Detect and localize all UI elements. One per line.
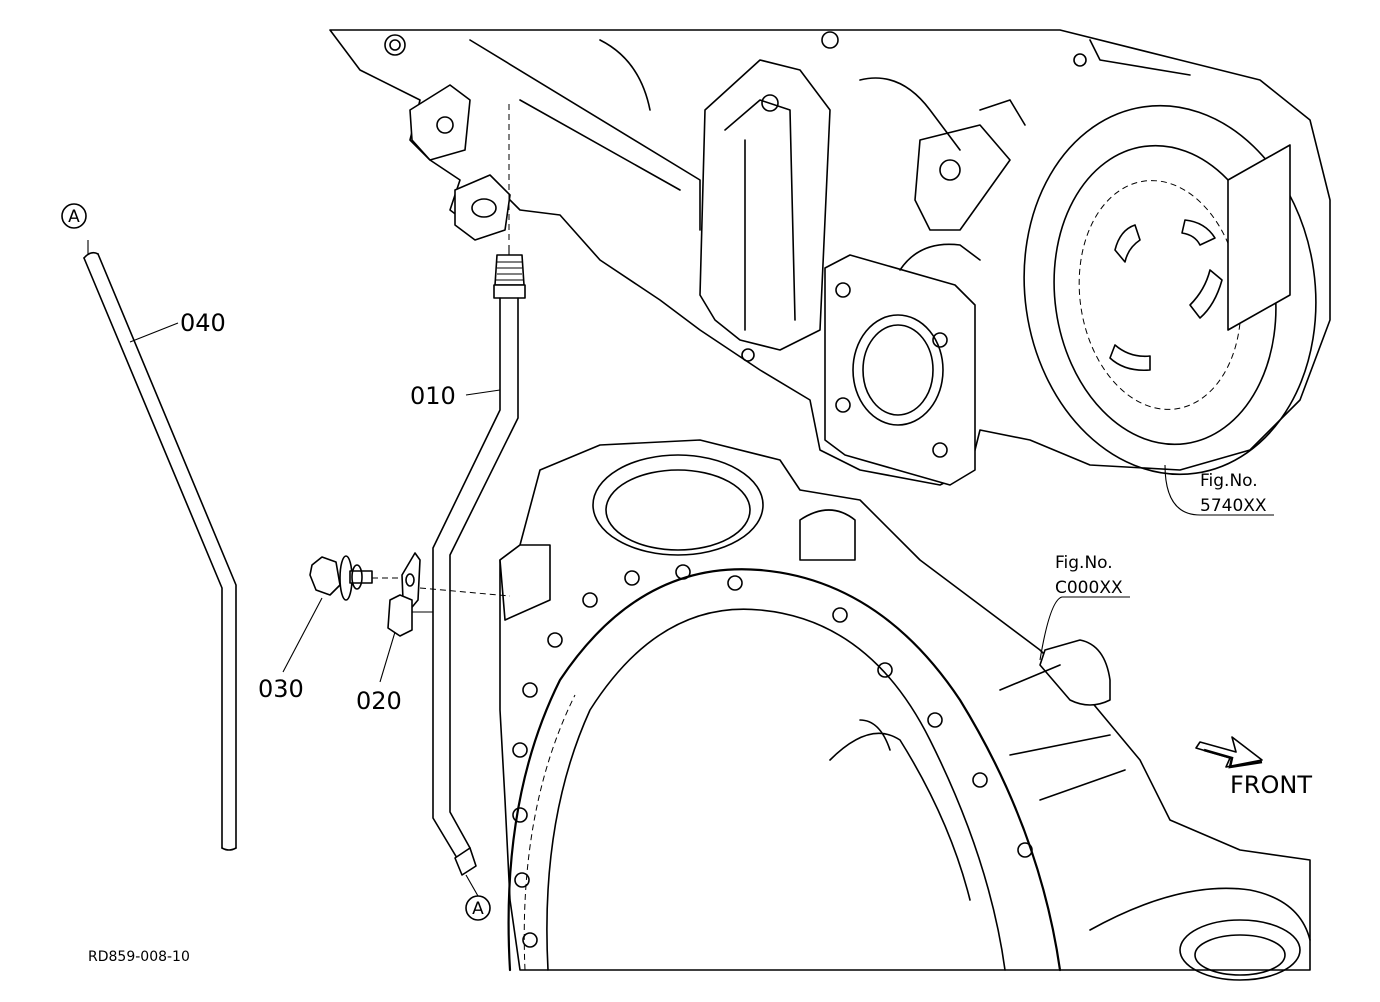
part-label-040: 040: [180, 309, 226, 337]
fig-ref-upper-number: 5740XX: [1200, 496, 1267, 516]
part-label-030: 030: [258, 675, 304, 703]
fig-ref-lower-number: C000XX: [1055, 578, 1123, 598]
assembly-guide-lines: [372, 100, 511, 613]
marker-a-top: A: [61, 203, 87, 229]
fig-ref-upper-caption: Fig.No.: [1200, 471, 1258, 491]
housing-assembly: [499, 439, 1311, 981]
drawing-code: RD859-008-10: [88, 949, 190, 965]
front-arrow-icon: [1195, 736, 1263, 769]
part-label-020: 020: [356, 687, 402, 715]
clamp-020: [387, 552, 421, 637]
marker-a-bottom: A: [465, 895, 491, 921]
engine-assembly: [329, 29, 1331, 486]
marker-a-bottom-label: A: [472, 899, 484, 919]
leader-lines: [129, 322, 1274, 897]
marker-a-top-label: A: [68, 207, 80, 227]
bolt-030: [309, 555, 373, 601]
part-label-010: 010: [410, 382, 456, 410]
pipe-010: [432, 245, 526, 876]
fig-ref-lower-caption: Fig.No.: [1055, 553, 1113, 573]
front-label: FRONT: [1230, 771, 1312, 799]
pipe-040: [83, 240, 237, 851]
